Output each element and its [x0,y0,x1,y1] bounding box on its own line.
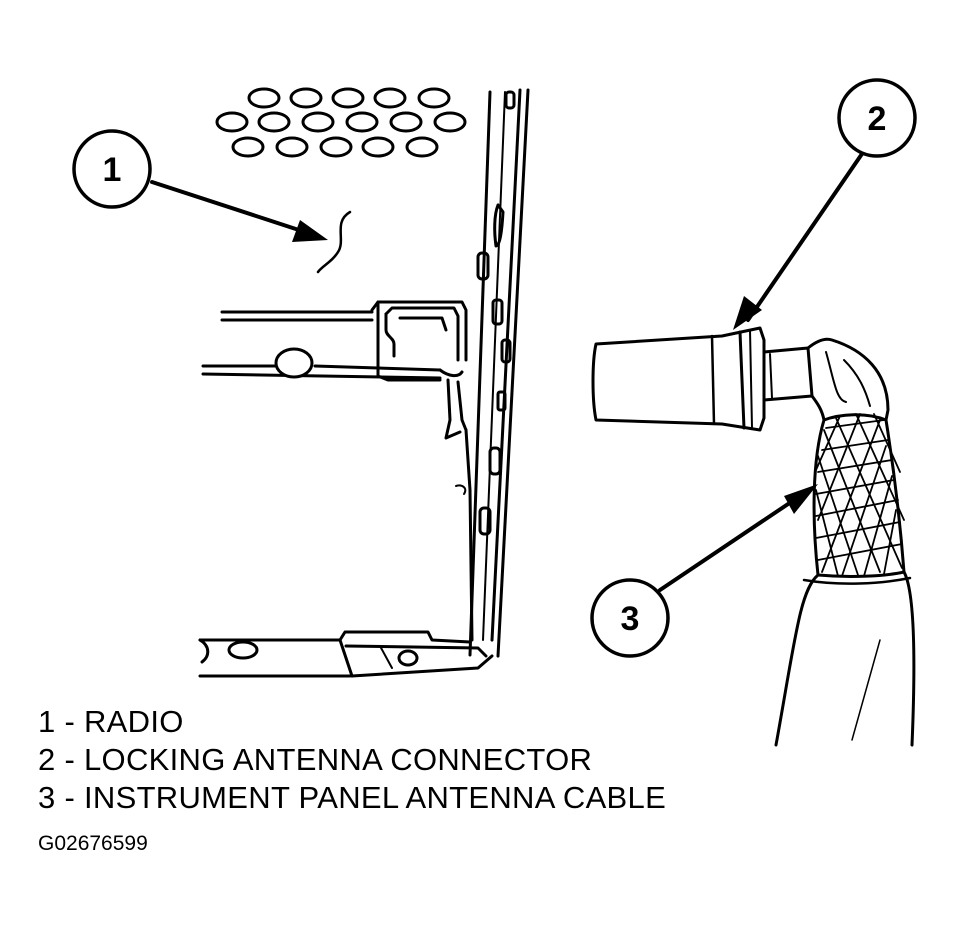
leader-arrow-1 [150,180,307,234]
callout-2-number: 2 [868,100,887,138]
legend-item-radio: 1 - RADIO [38,704,184,739]
leader-arrow-2 [746,146,868,322]
radio-vent-holes [215,87,467,158]
leader-lines [150,146,868,592]
leader-arrow-3 [658,494,802,592]
legend-item-instrument-panel-antenna-cable: 3 - INSTRUMENT PANEL ANTENNA CABLE [38,780,667,815]
radio-illustration [198,87,530,678]
callout-3 [590,578,670,658]
arrowhead-2 [733,296,762,330]
callout-1 [72,129,152,209]
legend-item-locking-antenna-connector: 2 - LOCKING ANTENNA CONNECTOR [38,742,593,777]
arrowhead-3 [784,484,818,514]
callout-2 [837,78,917,158]
callout-1-number: 1 [103,151,122,189]
braided-sleeve [812,413,906,578]
callout-3-number: 3 [621,600,640,638]
legend: 1 - RADIO 2 - LOCKING ANTENNA CONNECTOR … [38,703,666,817]
antenna-connector-illustration [591,326,916,747]
figure-id: G02676599 [38,832,148,855]
arrowhead-1 [292,220,328,242]
